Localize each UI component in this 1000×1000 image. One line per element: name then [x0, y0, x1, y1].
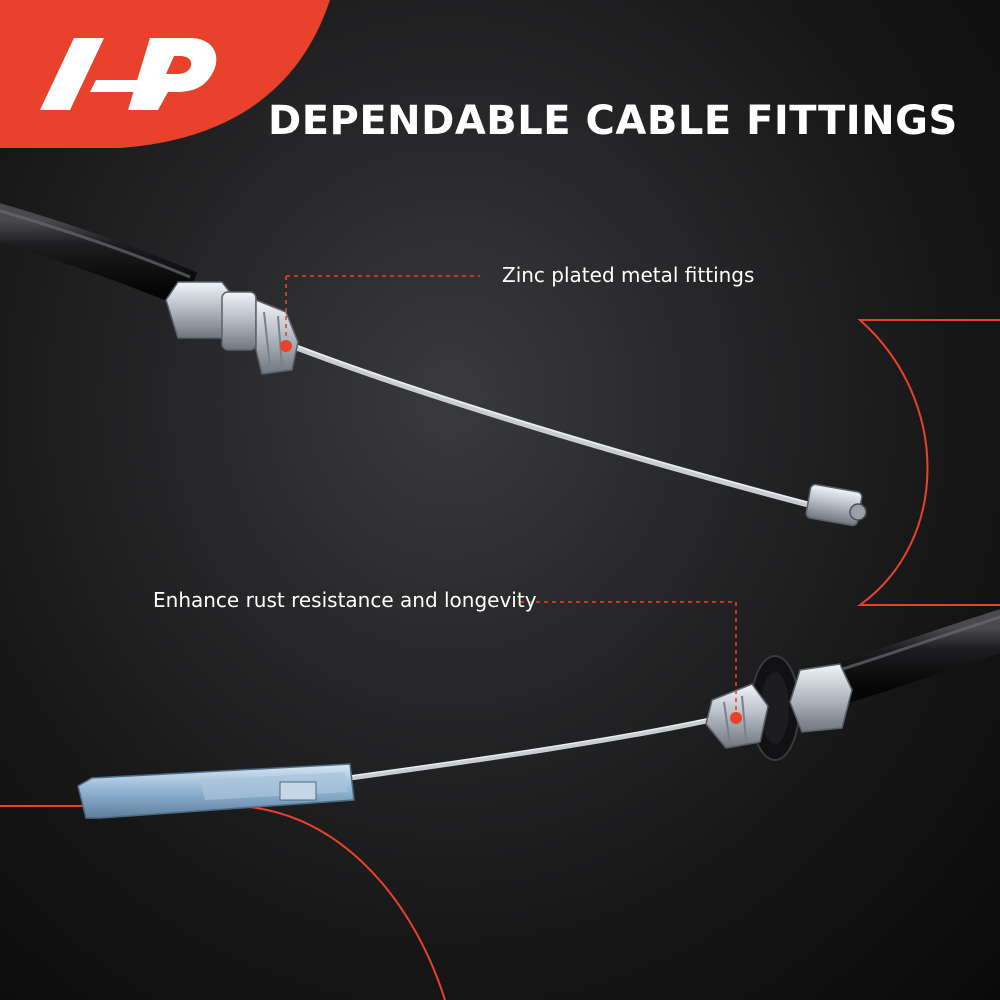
callout-label-zinc-fittings: Zinc plated metal fittings [502, 263, 755, 287]
cable-end-ferrule [805, 483, 867, 527]
upper-cable [0, 203, 867, 527]
cable-end-bracket [77, 763, 355, 819]
brand-logo-icon [40, 38, 217, 110]
callout-leader-2 [520, 601, 737, 716]
headline: DEPENDABLE CABLE FITTINGS [268, 98, 958, 144]
callout-marker-2 [730, 712, 742, 724]
callout-leader-1 [285, 275, 480, 344]
zinc-fitting-lower [705, 655, 853, 761]
upper-inner-wire [288, 342, 811, 508]
callout-label-rust-resistance: Enhance rust resistance and longevity [153, 588, 537, 612]
accent-arc-bottom [0, 805, 446, 1000]
lower-cable [77, 609, 1000, 819]
zinc-fitting-upper [165, 281, 299, 375]
lower-inner-wire [349, 715, 721, 781]
accent-arc-right [856, 319, 1000, 606]
callout-marker-1 [280, 340, 292, 352]
